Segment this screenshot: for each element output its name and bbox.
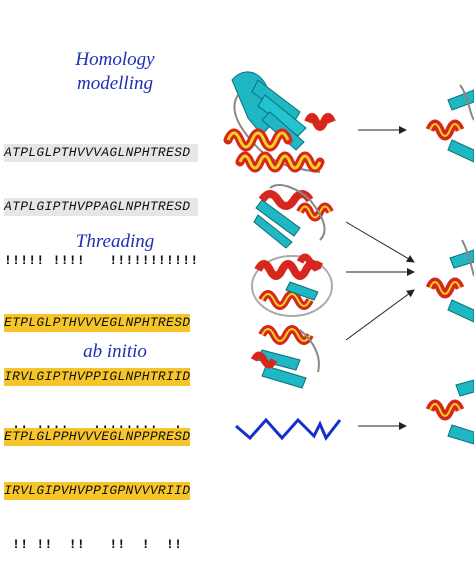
predicted-model-abinitio <box>425 379 474 445</box>
threading-seq1: ETPLGLPTHVVVEGLNPHTRESD <box>4 314 191 332</box>
arrow-threading-1 <box>345 221 415 263</box>
homology-label-line2: modelling <box>77 73 153 94</box>
homology-match: !!!!! !!!! !!!!!!!!!!! <box>4 253 199 268</box>
homology-label-line1: Homology <box>75 49 155 70</box>
predicted-model-threading <box>425 239 474 323</box>
homology-seq2: ATPLGIPTHVPPAGLNPHTRESD <box>4 198 199 216</box>
homology-seq1: ATPLGLPTHVVVAGLNPHTRESD <box>4 144 199 162</box>
homology-label: Homology modelling <box>40 48 190 96</box>
homology-alignment: ATPLGLPTHVVVAGLNPHTRESD ATPLGIPTHVPPAGLN… <box>4 108 199 288</box>
arrow-threading-3 <box>345 289 415 341</box>
diagram-graphics <box>223 71 474 445</box>
abinitio-label: ab initio <box>83 341 147 362</box>
template-structure-threading-3 <box>250 325 320 389</box>
threading-seq2: IRVLGIPTHVPPIGLNPHTRIID <box>4 368 191 386</box>
template-structure-threading-2 <box>251 253 333 317</box>
abinitio-zigzag <box>235 417 342 441</box>
abinitio-seq2: IRVLGIPVHVPPIGPNVVVRIID <box>4 482 191 500</box>
threading-label: Threading <box>75 231 155 252</box>
template-structure-homology <box>223 71 336 173</box>
template-structure-threading-1 <box>253 184 334 249</box>
predicted-model-homology <box>425 84 474 163</box>
abinitio-match: !! !! !! !! ! !! <box>4 537 183 552</box>
abinitio-seq1: ETPLGLPPHVVVEGLNPPPRESD <box>4 428 191 446</box>
